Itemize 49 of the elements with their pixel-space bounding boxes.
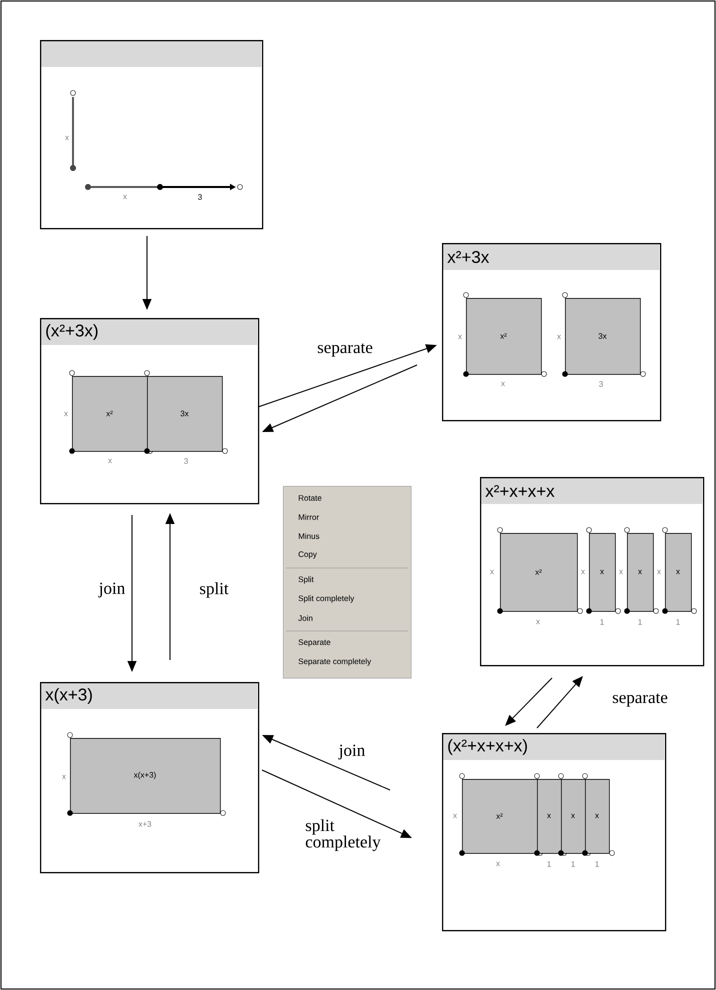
side-label: x	[619, 570, 623, 574]
side-label: 3	[184, 458, 188, 464]
side-label: x	[62, 774, 66, 780]
area-tile: x	[582, 773, 615, 856]
side-label: 1	[547, 861, 551, 867]
side-label: x	[581, 570, 585, 574]
arrow	[505, 678, 552, 726]
side-label: 1	[600, 619, 604, 625]
side-label: x	[490, 570, 494, 574]
side-label: x	[453, 814, 457, 818]
menu-item: Split completely	[298, 595, 354, 603]
side-label: x	[458, 334, 462, 340]
area-tile: 3x	[144, 370, 228, 454]
window-panel: x x 3	[40, 40, 264, 230]
edge-label: separate	[316, 342, 374, 358]
menu-item: Split	[298, 576, 314, 584]
side-label: 1	[638, 619, 642, 625]
edge-label: join	[338, 744, 366, 760]
area-tile: x²	[69, 370, 153, 454]
side-label: x	[108, 458, 112, 464]
menu-item: Rotate	[298, 495, 322, 501]
area-tile: x	[558, 773, 591, 856]
menu-item: Copy	[298, 551, 317, 559]
area-tile: x(x+3)	[67, 732, 226, 816]
menu-item: Mirror	[298, 514, 319, 520]
side-label: 1	[595, 861, 599, 867]
area-tile: x	[534, 773, 567, 856]
side-label: x	[501, 382, 505, 386]
side-label: x	[64, 412, 68, 416]
menu-item: Separate completely	[298, 658, 372, 666]
area-tile: x²	[459, 773, 543, 856]
menu-item: Minus	[298, 533, 320, 539]
edge-label: join	[98, 582, 126, 598]
side-label: x	[536, 620, 540, 624]
side-label: x	[496, 862, 500, 866]
edge-label: split	[198, 581, 230, 599]
side-label: x+3	[138, 821, 152, 827]
side-label: 1	[571, 861, 575, 867]
area-tile: 3x	[562, 292, 646, 377]
edge-label: separate	[611, 692, 669, 708]
side-label: x	[557, 334, 561, 340]
side-label: x	[657, 570, 661, 574]
side-label: 3	[599, 381, 603, 387]
side-label: 1	[676, 619, 680, 625]
area-tile: x²	[463, 292, 547, 377]
area-tile: x	[662, 527, 697, 614]
menu-item: Join	[298, 615, 312, 621]
menu-item: Separate	[298, 639, 330, 647]
edge-label: split completely	[306, 819, 381, 852]
